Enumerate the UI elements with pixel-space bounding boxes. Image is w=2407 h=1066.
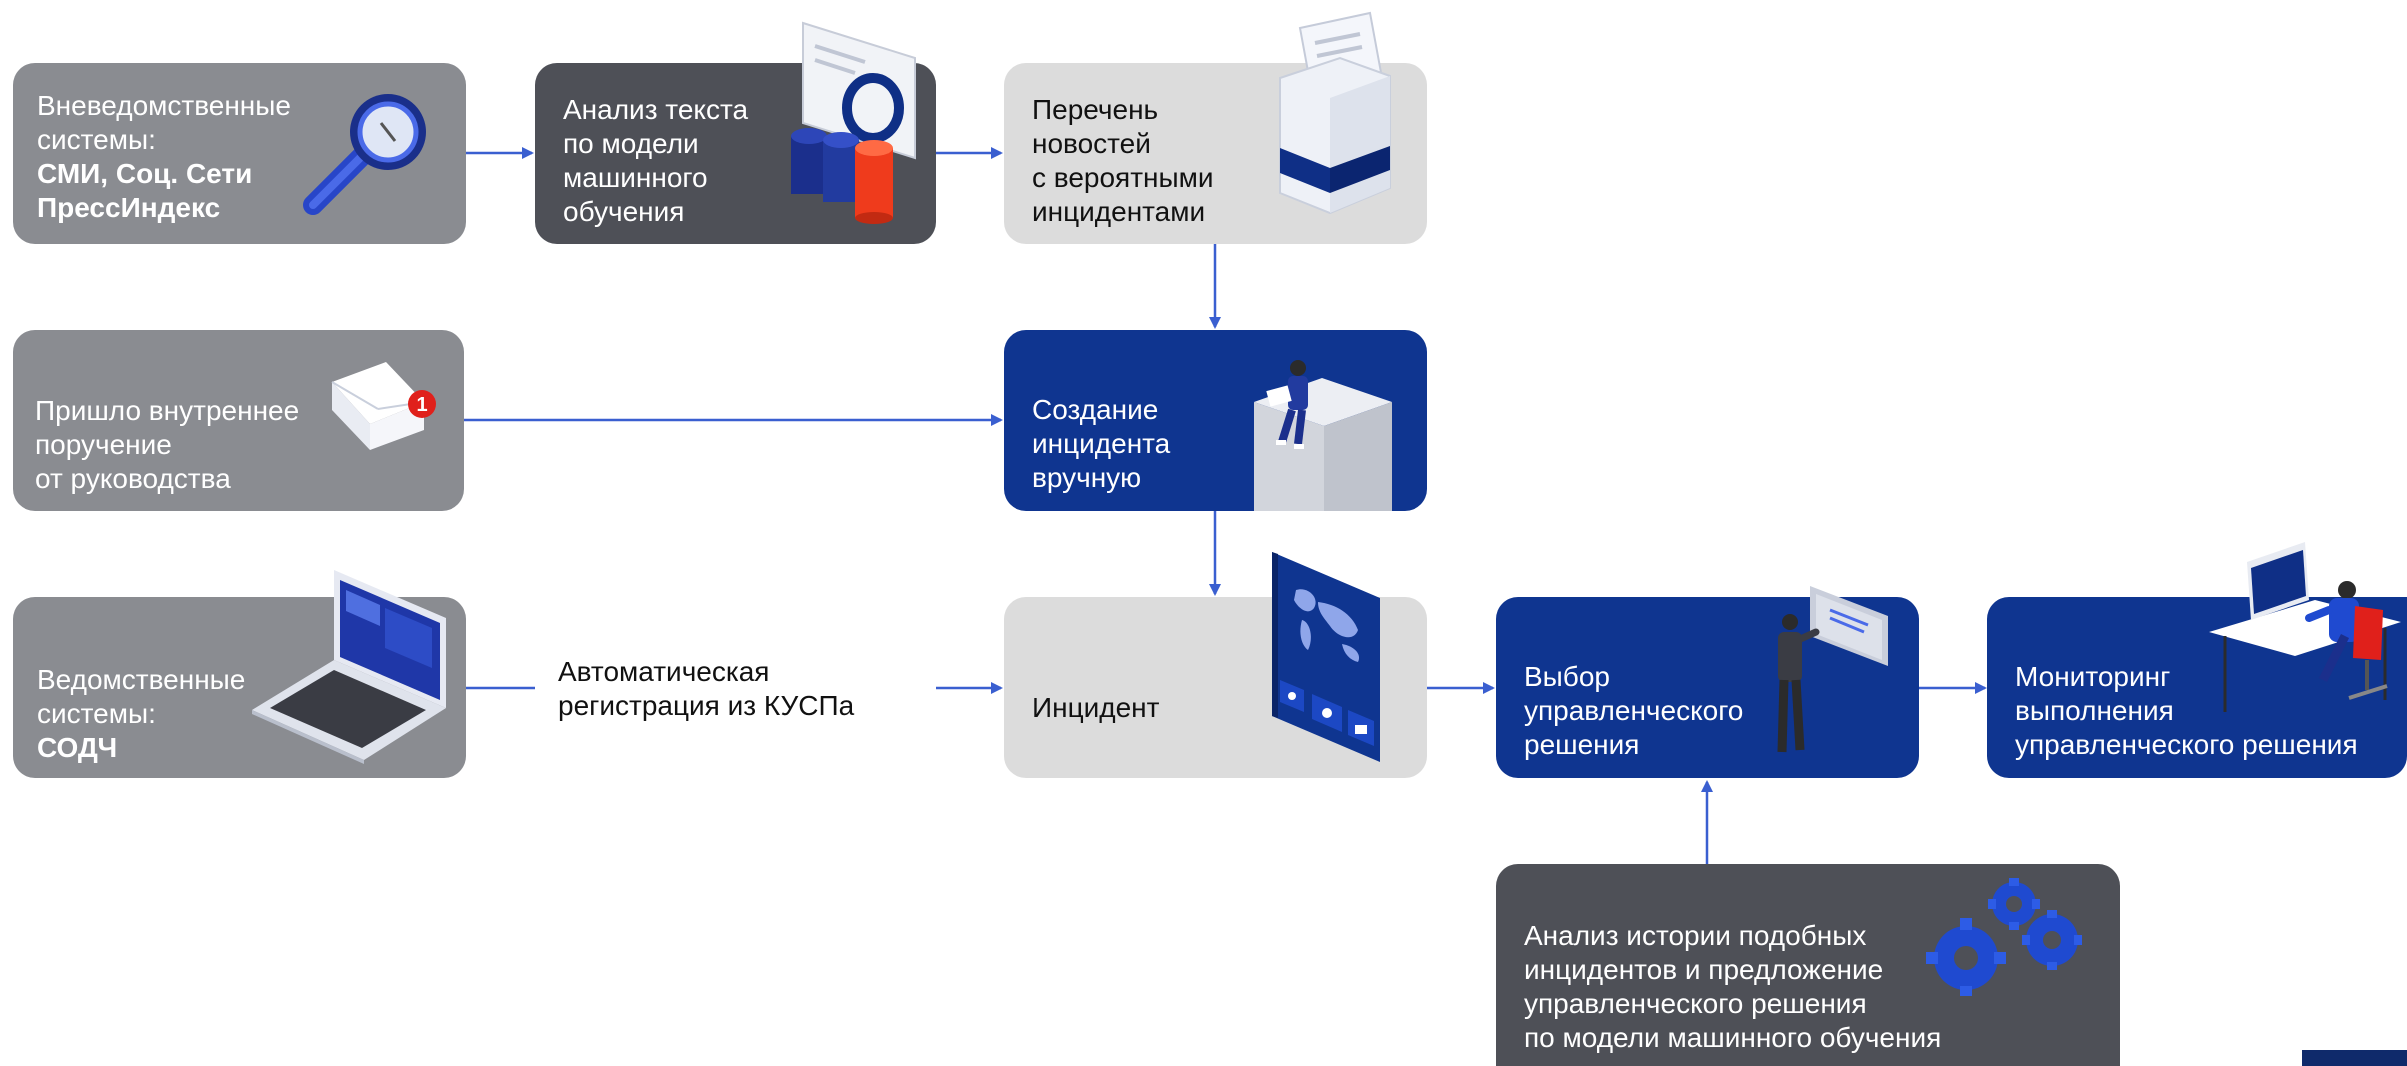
text-line: Выбор (1524, 661, 1610, 692)
node-manual-incident-text: Создание инцидента вручную (1032, 393, 1170, 495)
node-external-systems: Вневедомственные системы: СМИ, Соц. Сети… (13, 63, 466, 244)
text-line: вручную (1032, 462, 1142, 493)
node-history-analysis-text: Анализ истории подобных инцидентов и пре… (1524, 919, 1941, 1055)
text-line: инцидентов и предложение (1524, 954, 1884, 985)
text-line: регистрация из КУСПа (558, 690, 855, 721)
text-line: Автоматическая (558, 656, 770, 687)
envelope-notification-icon: 1 (331, 362, 436, 450)
text-line: новостей (1032, 128, 1151, 159)
person-desk-icon (2209, 542, 2401, 712)
node-news-list-text: Перечень новостей с вероятными инцидента… (1032, 93, 1214, 229)
person-laptop-icon (1254, 360, 1392, 511)
text-line: инцидентами (1032, 196, 1206, 227)
node-internal-order-text: Пришло внутреннее поручение от руководст… (35, 394, 299, 496)
text-line: Анализ истории подобных (1524, 920, 1867, 951)
text-line: Перечень (1032, 94, 1159, 125)
auto-registration-label: Автоматическая регистрация из КУСПа (558, 655, 854, 723)
text-line: Ведомственные (37, 664, 246, 695)
text-line: Инцидент (1032, 692, 1160, 723)
node-text-analysis-text: Анализ текста по модели машинного обучен… (563, 93, 748, 229)
node-history-analysis: Анализ истории подобных инцидентов и пре… (1496, 864, 2120, 1066)
corner-mark (2302, 1050, 2407, 1066)
node-monitoring: Мониторинг выполнения управленческого ре… (1987, 597, 2407, 778)
node-internal-order: Пришло внутреннее поручение от руководст… (13, 330, 464, 511)
text-line: по модели машинного обучения (1524, 1022, 1942, 1053)
gears-icon (1926, 878, 2082, 996)
text-line: выполнения (2015, 695, 2174, 726)
text-line-bold: ПрессИндекс (37, 192, 221, 223)
laptop-icon (252, 570, 446, 764)
document-analysis-icon (791, 21, 916, 224)
text-line: по модели (563, 128, 699, 159)
node-decision-choice: Выбор управленческого решения (1496, 597, 1919, 778)
text-line: Вневедомственные (37, 90, 291, 121)
document-box-icon (1279, 11, 1391, 215)
text-line: Пришло внутреннее (35, 395, 300, 426)
text-line: с вероятными (1032, 162, 1214, 193)
text-line: Создание (1032, 394, 1159, 425)
text-line: управленческого решения (2015, 729, 2358, 760)
text-line-bold: СОДЧ (37, 732, 118, 763)
text-line: инцидента (1032, 428, 1171, 459)
person-board-icon (1777, 586, 1888, 753)
text-line: системы: (37, 124, 156, 155)
node-incident-text: Инцидент (1032, 691, 1159, 725)
node-decision-choice-text: Выбор управленческого решения (1524, 660, 1743, 762)
text-line: поручение (35, 429, 172, 460)
text-line: обучения (563, 196, 685, 227)
text-line: системы: (37, 698, 156, 729)
text-line: управленческого решения (1524, 988, 1867, 1019)
node-departmental-systems-text: Ведомственные системы: СОДЧ (37, 663, 245, 765)
node-external-systems-text: Вневедомственные системы: СМИ, Соц. Сети… (37, 89, 291, 225)
map-screen-icon (1272, 552, 1380, 762)
node-monitoring-text: Мониторинг выполнения управленческого ре… (2015, 660, 2358, 762)
text-line: управленческого (1524, 695, 1744, 726)
text-line-bold: СМИ, Соц. Сети (37, 158, 253, 189)
magnifier-icon (303, 94, 426, 215)
text-line: от руководства (35, 463, 231, 494)
notification-badge-count: 1 (416, 394, 427, 416)
node-manual-incident: Создание инцидента вручную (1004, 330, 1427, 511)
text-line: машинного (563, 162, 708, 193)
text-line: Анализ текста (563, 94, 749, 125)
text-line: решения (1524, 729, 1640, 760)
text-line: Мониторинг (2015, 661, 2171, 692)
